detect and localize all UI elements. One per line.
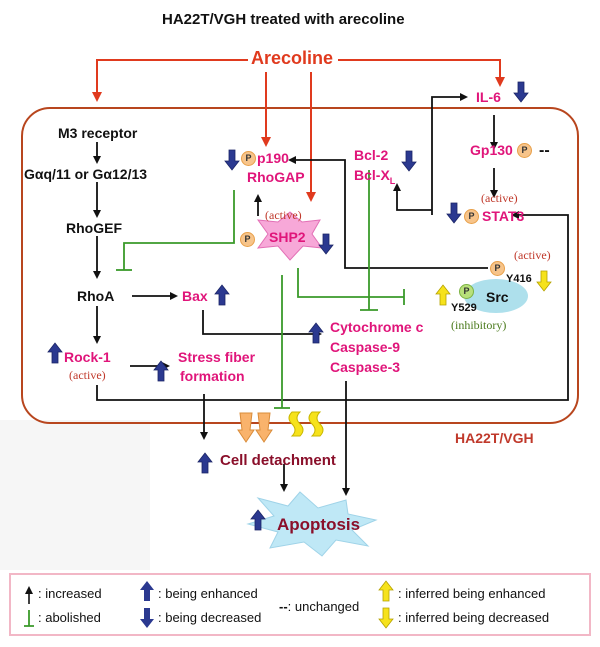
src-active-label: (active) [514, 248, 551, 262]
stress-up-arrow [153, 360, 169, 382]
apoptosis-burst [246, 491, 378, 557]
cyto-up-arrow [308, 322, 324, 344]
legend-inferred-enhanced: : inferred being enhanced [398, 586, 546, 601]
src-label: Src [486, 289, 509, 305]
y416-label: Y416 [506, 273, 532, 285]
stat3-down-arrow [446, 202, 462, 224]
legend-box [9, 573, 591, 636]
stat3-label: STAT3 [482, 208, 525, 224]
il6-label: IL-6 [476, 89, 501, 105]
legend-unchanged-text: : unchanged [287, 599, 360, 614]
m3-receptor-label: M3 receptor [58, 125, 138, 141]
gp130-unchanged-mark: -- [539, 142, 550, 159]
cytochrome-c-label: Cytochrome c [330, 319, 424, 335]
legend-decreased: : being decreased [158, 610, 262, 625]
il6-down-arrow [513, 81, 529, 103]
stress-formation-label: formation [180, 368, 245, 384]
regulation-arrows [47, 81, 529, 531]
p190-phospho-badge: P [241, 151, 256, 166]
shp2-phospho-badge: P [240, 232, 255, 247]
caspase9-label: Caspase-9 [330, 339, 401, 355]
galpha-label: Gαq/11 or Gα12/13 [24, 166, 148, 182]
rock1-state-label: (active) [69, 368, 106, 382]
shp2-label: SHP2 [269, 229, 306, 245]
detach-up-arrow [197, 452, 213, 474]
cell-detachment-label: Cell detachment [220, 452, 336, 469]
gp130-phospho-badge: P [517, 143, 532, 158]
stress-fiber-label: Stress fiber [178, 349, 256, 365]
rock1-label: Rock-1 [64, 349, 111, 365]
apoptosis-label: Apoptosis [277, 515, 361, 534]
src-inferred-up-arrow [435, 284, 451, 306]
src-ellipse [464, 279, 528, 313]
gp130-label: Gp130 [470, 142, 513, 158]
cell-boundary [21, 107, 579, 424]
p190-label: p190 [257, 150, 289, 166]
inferred-arrows [435, 270, 552, 306]
rhoa-label: RhoA [77, 288, 115, 304]
legend-increased: : increased [38, 586, 102, 601]
rock1-up-arrow [47, 342, 63, 364]
caspase3-label: Caspase-3 [330, 359, 401, 375]
y529-label: Y529 [451, 302, 477, 314]
shp2-down-arrow [318, 233, 334, 255]
bax-label: Bax [182, 288, 208, 304]
bcl-down-arrow [401, 150, 417, 172]
legend-symbols [24, 580, 394, 629]
figure-title: HA22T/VGH treated with arecoline [162, 11, 405, 28]
bax-up-arrow [214, 284, 230, 306]
legend-unchanged-symbol: -- [279, 599, 288, 614]
y416-inferred-down-arrow [536, 270, 552, 292]
legend-enhanced: : being enhanced [158, 586, 258, 601]
rhogef-label: RhoGEF [66, 220, 122, 236]
bcl2-label: Bcl-2 [354, 147, 389, 163]
y529-phospho-badge: P [459, 284, 474, 299]
legend-unchanged: --: unchanged [279, 600, 359, 613]
arecoline-arrows [92, 59, 505, 202]
src-inhibitory-label: (inhibitory) [451, 318, 507, 332]
y416-phospho-badge: P [490, 261, 505, 276]
background-shade [0, 420, 150, 570]
membrane-channels [237, 411, 324, 443]
legend-abolished: : abolished [38, 610, 101, 625]
stat3-phospho-badge: P [464, 209, 479, 224]
legend-inferred-decreased: : inferred being decreased [398, 610, 550, 625]
shp2-state-label: (active) [265, 208, 302, 222]
bclx-text: Bcl-X [354, 167, 390, 183]
apoptosis-up-arrow [250, 509, 266, 531]
stat3-state-label: (active) [481, 191, 518, 205]
p190-down-arrow [224, 149, 240, 171]
bclxl-label: Bcl-XL [354, 168, 395, 186]
shp2-shape [256, 211, 324, 261]
rhogap-label: RhoGAP [247, 169, 305, 185]
cell-line-label: HA22T/VGH [455, 430, 534, 446]
arecoline-label: Arecoline [251, 48, 334, 68]
bclx-subscript: L [389, 175, 396, 186]
inhibition-lines [116, 170, 405, 409]
